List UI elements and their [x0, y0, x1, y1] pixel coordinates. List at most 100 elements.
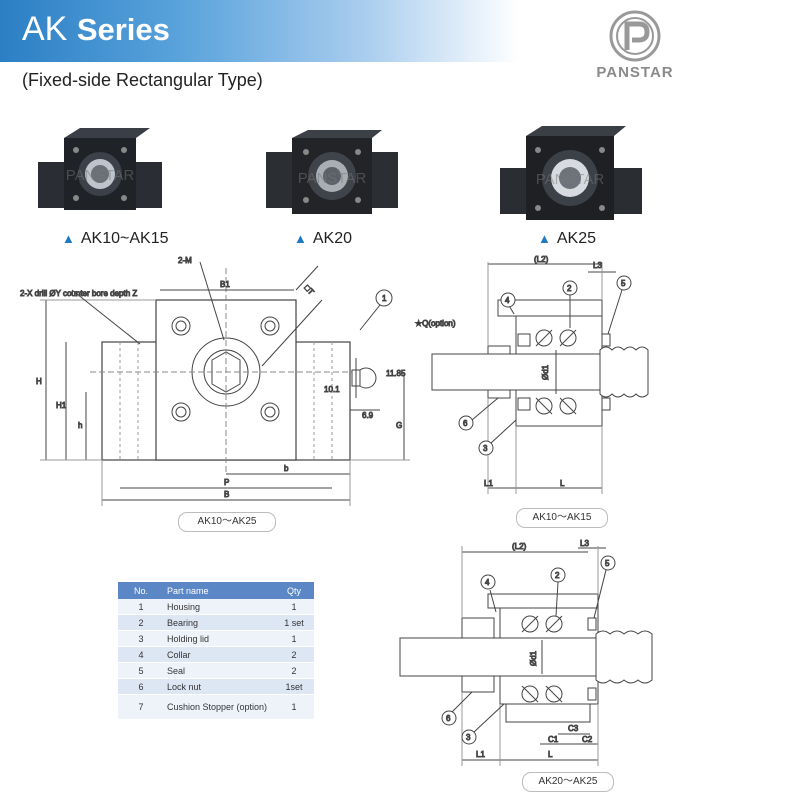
- cell-part-name: Collar: [164, 646, 274, 663]
- cell-no: 5: [118, 662, 164, 679]
- label-g: G: [396, 421, 402, 430]
- product-caption-ak25: ▲ AK25: [538, 230, 596, 248]
- cell-part-name: Cushion Stopper (option): [164, 694, 274, 720]
- caption-section-small: AK10～AK15: [516, 508, 608, 528]
- label-l1: L1: [476, 750, 485, 759]
- header-no: No.: [118, 582, 164, 599]
- label-c1: C1: [548, 735, 559, 744]
- callout-4: 4: [485, 578, 490, 587]
- callout-2: 2: [567, 284, 572, 293]
- label-counterbore: 2-X drill ØY counter bore depth Z: [20, 289, 137, 298]
- table-row: 2 Bearing 1 set: [118, 614, 314, 631]
- header-part-name: Part name: [164, 582, 274, 599]
- label-p: P: [224, 478, 229, 487]
- callout-5: 5: [605, 559, 610, 568]
- label-b1: B1: [220, 280, 230, 289]
- panstar-logo-icon: [609, 10, 661, 62]
- product-caption-ak10-ak15: ▲ AK10~AK15: [62, 230, 169, 248]
- series-subtitle: (Fixed-side Rectangular Type): [22, 70, 263, 90]
- cell-no: 3: [118, 630, 164, 647]
- series-title-ak: AK: [22, 10, 68, 48]
- section-view-small-drawing: [431, 262, 649, 494]
- table-row: 3 Holding lid 1: [118, 630, 314, 647]
- label-l3: L3: [580, 539, 589, 548]
- cell-no: 4: [118, 646, 164, 663]
- table-row: 5 Seal 2: [118, 662, 314, 679]
- label-c2: C2: [582, 735, 593, 744]
- series-title: AK Series: [22, 10, 170, 49]
- cell-qty: 2: [274, 662, 314, 679]
- label-l1: L1: [484, 479, 493, 488]
- cell-qty: 1 set: [274, 614, 314, 631]
- callout-3: 3: [466, 733, 471, 742]
- parts-table: No. Part name Qty 1 Housing 1 2 Bearing …: [118, 582, 314, 720]
- label-h-lower: h: [78, 421, 82, 430]
- header-qty: Qty: [274, 582, 314, 599]
- label-l: L: [548, 750, 553, 759]
- cell-no: 6: [118, 678, 164, 695]
- cell-qty: 1: [274, 599, 314, 615]
- callout-4: 4: [505, 296, 510, 305]
- cell-qty: 1: [274, 694, 314, 720]
- label-10-1: 10.1: [324, 385, 340, 394]
- parts-table-header: No. Part name Qty: [118, 582, 314, 599]
- callout-6: 6: [446, 714, 451, 723]
- photo-watermark: PANSTAR: [536, 171, 605, 188]
- label-l2: (L2): [534, 255, 549, 264]
- caption-front-view: AK10～AK25: [178, 512, 276, 532]
- label-b-small: b: [284, 464, 289, 473]
- series-title-series: Series: [76, 12, 170, 47]
- table-row: 1 Housing 1: [118, 599, 314, 615]
- callout-3: 3: [483, 444, 488, 453]
- cell-part-name: Bearing: [164, 614, 274, 631]
- cell-no: 2: [118, 614, 164, 631]
- label-q-option: ★Q(option): [415, 319, 456, 328]
- photo-watermark: PANSTAR: [66, 167, 135, 184]
- product-photo-ak20: PANSTAR: [266, 130, 398, 214]
- cell-no: 1: [118, 599, 164, 615]
- product-caption-text: AK10~AK15: [80, 230, 169, 247]
- section-view-large-drawing: [399, 546, 653, 766]
- label-l3: L3: [593, 261, 602, 270]
- product-photo-ak25: PANSTAR: [500, 126, 642, 220]
- label-6-9: 6.9: [362, 411, 374, 420]
- label-l: L: [560, 479, 565, 488]
- label-c3: C3: [568, 724, 579, 733]
- triangle-icon: ▲: [294, 231, 307, 246]
- series-banner: [0, 0, 520, 62]
- table-row: 6 Lock nut 1set: [118, 678, 314, 695]
- caption-section-large: AK20～AK25: [522, 772, 614, 792]
- photo-watermark: PANSTAR: [298, 170, 367, 187]
- label-l2: (L2): [512, 542, 527, 551]
- label-dt: □T: [303, 283, 316, 296]
- label-2-m: 2-M: [178, 256, 192, 265]
- label-od1: Ød1: [541, 364, 550, 380]
- label-od1: Ød1: [529, 650, 538, 666]
- table-row: 4 Collar 2: [118, 646, 314, 663]
- cell-qty: 1set: [274, 678, 314, 695]
- callout-1: 1: [382, 294, 387, 303]
- triangle-icon: ▲: [538, 231, 551, 246]
- label-h-upper: H: [36, 377, 42, 386]
- product-photo-ak10-ak15: PANSTAR: [38, 128, 162, 210]
- cell-part-name: Seal: [164, 662, 274, 679]
- product-caption-ak20: ▲ AK20: [294, 230, 352, 248]
- cell-qty: 2: [274, 646, 314, 663]
- product-caption-text: AK20: [312, 230, 353, 247]
- product-caption-text: AK25: [556, 230, 597, 247]
- cell-no: 7: [118, 694, 164, 720]
- cell-qty: 1: [274, 630, 314, 647]
- cell-part-name: Lock nut: [164, 678, 274, 695]
- cell-part-name: Housing: [164, 599, 274, 615]
- callout-2: 2: [555, 571, 560, 580]
- callout-6: 6: [463, 419, 468, 428]
- front-view-drawing: [40, 261, 410, 506]
- triangle-icon: ▲: [62, 231, 75, 246]
- label-11-85: 11.85: [386, 369, 406, 378]
- brand-name: PANSTAR: [596, 64, 674, 81]
- label-h1: H1: [56, 401, 67, 410]
- label-b-big: B: [224, 490, 229, 499]
- cell-part-name: Holding lid: [164, 630, 274, 647]
- callout-5: 5: [621, 279, 626, 288]
